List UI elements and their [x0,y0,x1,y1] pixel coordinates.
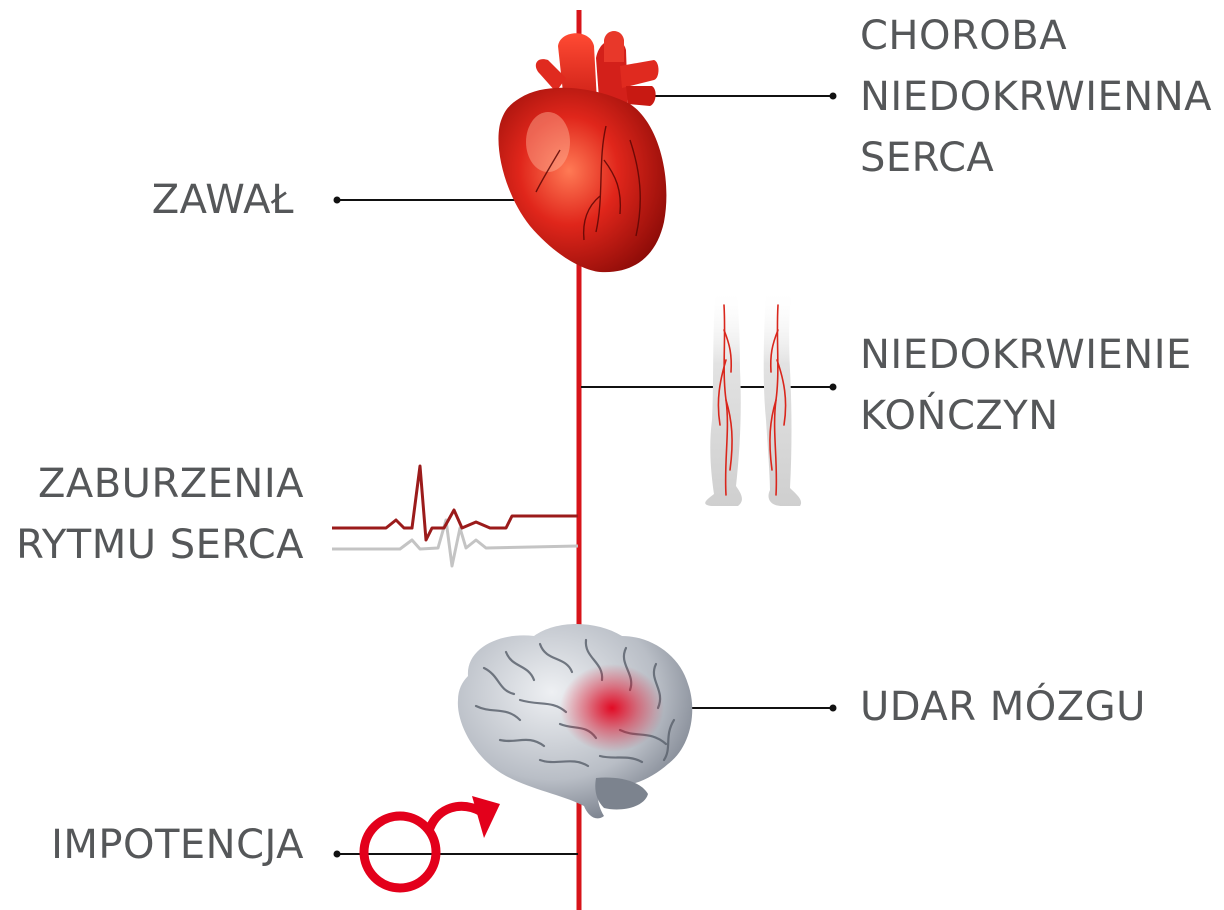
connector-udar [690,705,837,712]
label-zaburzenia-rytmu-serca: ZABURZENIA RYTMU SERCA [16,454,304,576]
label-choroba-niedokrwienna-serca: CHOROBA NIEDOKRWIENNA SERCA [860,6,1212,189]
connector-zawal [334,197,517,204]
label-line: SERCA [860,128,1212,189]
label-line: ZAWAŁ [152,170,294,231]
legs-illustration [705,288,801,506]
male-symbol-icon [364,806,482,888]
label-line: ZABURZENIA [16,454,304,515]
label-line: NIEDOKRWIENIE [860,325,1192,386]
male-symbol-arrowhead [472,796,500,838]
label-line: IMPOTENCJA [51,815,304,876]
label-line: CHOROBA [860,6,1212,67]
label-impotencja: IMPOTENCJA [51,815,304,876]
connector-niedokrwienie [581,384,837,391]
brain-illustration [458,624,692,818]
connector-choroba [638,93,837,100]
label-niedokrwienie-konczyn: NIEDOKRWIENIE KOŃCZYN [860,325,1192,447]
label-zawal: ZAWAŁ [152,170,294,231]
label-line: KOŃCZYN [860,386,1192,447]
ecg-trace [332,466,578,566]
label-line: UDAR MÓZGU [860,677,1146,738]
connector-impotencja [334,851,579,858]
label-udar-mozgu: UDAR MÓZGU [860,677,1146,738]
label-line: RYTMU SERCA [16,515,304,576]
heart-illustration [498,31,666,272]
label-line: NIEDOKRWIENNA [860,67,1212,128]
